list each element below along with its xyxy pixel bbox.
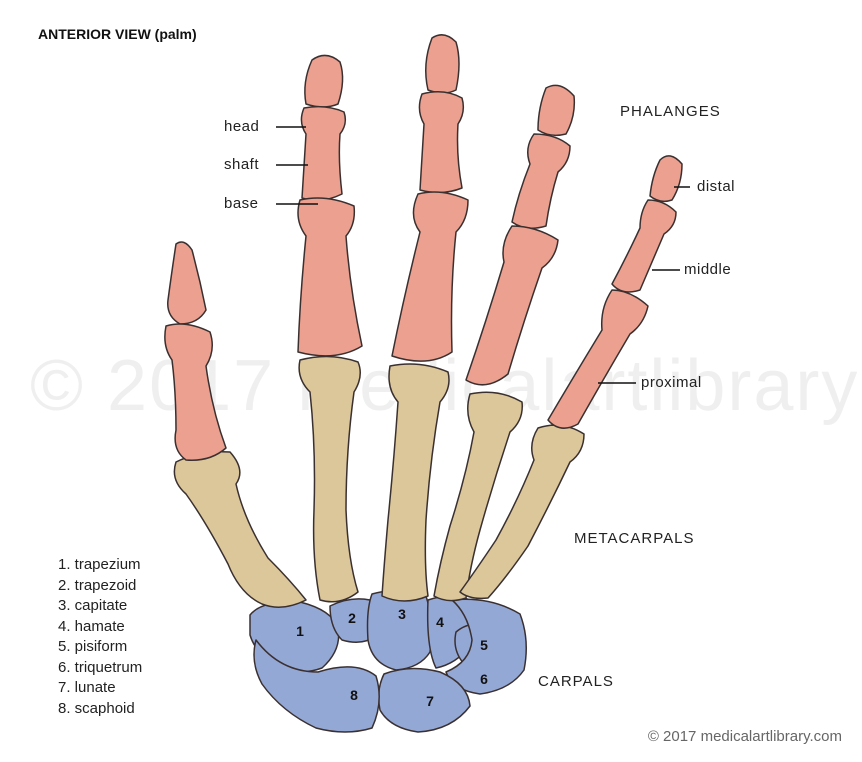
carpal-legend: 1. trapezium 2. trapezoid 3. capitate 4.… (58, 555, 142, 719)
label-head: head (224, 118, 259, 135)
metacarpal-1 (174, 452, 306, 607)
copyright-notice: © 2017 medicalartlibrary.com (648, 728, 842, 745)
metacarpal-3 (382, 364, 449, 601)
legend-item: 7. lunate (58, 678, 142, 699)
label-middle: middle (684, 261, 731, 278)
ring-middle-phalanx (512, 134, 570, 228)
section-carpals: CARPALS (538, 673, 614, 690)
index-middle-phalanx (301, 107, 345, 201)
index-proximal-phalanx (298, 198, 362, 356)
carpal-number-8: 8 (350, 687, 358, 703)
legend-item: 1. trapezium (58, 555, 142, 576)
carpal-number-7: 7 (426, 693, 434, 709)
ring-proximal-phalanx (466, 226, 558, 385)
diagram-title: ANTERIOR VIEW (palm) (38, 26, 197, 42)
carpal-number-1: 1 (296, 623, 304, 639)
label-proximal: proximal (641, 374, 702, 391)
metacarpal-bones (174, 356, 584, 607)
carpal-number-4: 4 (436, 614, 444, 630)
label-shaft: shaft (224, 156, 259, 173)
middle-distal-phalanx (426, 35, 459, 93)
carpal-bones (250, 590, 526, 732)
index-distal-phalanx (305, 55, 343, 107)
middle-proximal-phalanx (392, 192, 468, 361)
legend-item: 6. triquetrum (58, 658, 142, 679)
carpal-number-6: 6 (480, 671, 488, 687)
middle-middle-phalanx (419, 92, 463, 193)
carpal-number-5: 5 (480, 637, 488, 653)
legend-item: 8. scaphoid (58, 699, 142, 720)
carpal-number-2: 2 (348, 610, 356, 626)
section-phalanges: PHALANGES (620, 103, 721, 120)
legend-item: 5. pisiform (58, 637, 142, 658)
legend-item: 4. hamate (58, 617, 142, 638)
carpal-number-3: 3 (398, 606, 406, 622)
legend-item: 3. capitate (58, 596, 142, 617)
label-distal: distal (697, 178, 735, 195)
legend-item: 2. trapezoid (58, 576, 142, 597)
little-middle-phalanx (612, 200, 676, 292)
ring-distal-phalanx (538, 85, 574, 135)
metacarpal-2 (299, 356, 360, 601)
little-proximal-phalanx (548, 290, 648, 428)
little-distal-phalanx (650, 156, 682, 202)
section-metacarpals: METACARPALS (574, 530, 694, 547)
carpal-capitate (368, 590, 432, 670)
label-base: base (224, 195, 259, 212)
thumb-proximal-phalanx (165, 324, 226, 460)
thumb-distal-phalanx (168, 242, 206, 324)
